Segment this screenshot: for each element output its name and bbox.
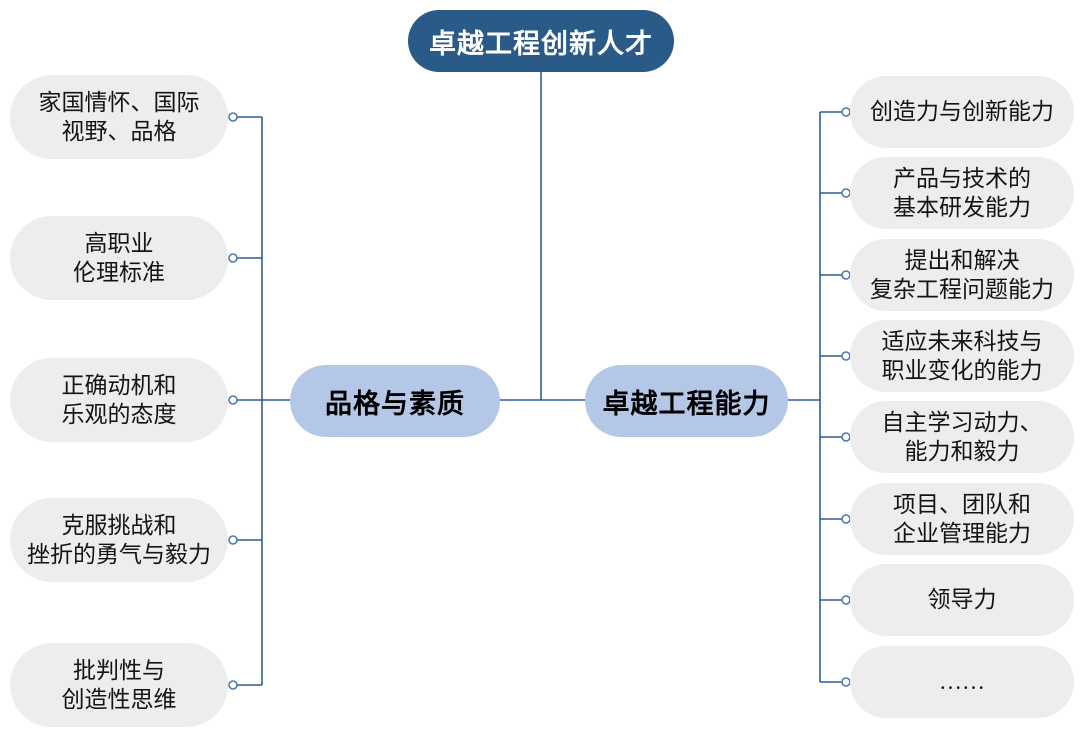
leaf-product-rd-ability: 产品与技术的 基本研发能力 <box>850 157 1074 229</box>
leaf-creativity-innovation: 创造力与创新能力 <box>850 76 1074 148</box>
leaf-professional-ethics: 高职业 伦理标准 <box>10 216 228 300</box>
leaf-ellipsis: …… <box>850 646 1074 718</box>
leaf-project-team-management: 项目、团队和 企业管理能力 <box>850 483 1074 555</box>
trunk-lines <box>237 72 843 686</box>
leaf-patriotism-vision-character: 家国情怀、国际 视野、品格 <box>10 75 228 159</box>
root-node: 卓越工程创新人才 <box>408 10 674 72</box>
leaf-adapt-future-tech: 适应未来科技与 职业变化的能力 <box>850 320 1074 392</box>
leaf-complex-problem-solving: 提出和解决 复杂工程问题能力 <box>850 239 1074 311</box>
leaf-courage-perseverance: 克服挑战和 挫折的勇气与毅力 <box>10 498 228 582</box>
leaf-critical-creative-thinking: 批判性与 创造性思维 <box>10 643 228 727</box>
leaf-self-learning: 自主学习动力、 能力和毅力 <box>850 401 1074 473</box>
connector-dot-icons <box>228 107 851 690</box>
leaf-leadership: 领导力 <box>850 564 1074 636</box>
branch-node-engineering-ability: 卓越工程能力 <box>585 365 788 437</box>
leaf-motivation-optimism: 正确动机和 乐观的态度 <box>10 358 228 442</box>
branch-node-character-quality: 品格与素质 <box>290 365 500 437</box>
